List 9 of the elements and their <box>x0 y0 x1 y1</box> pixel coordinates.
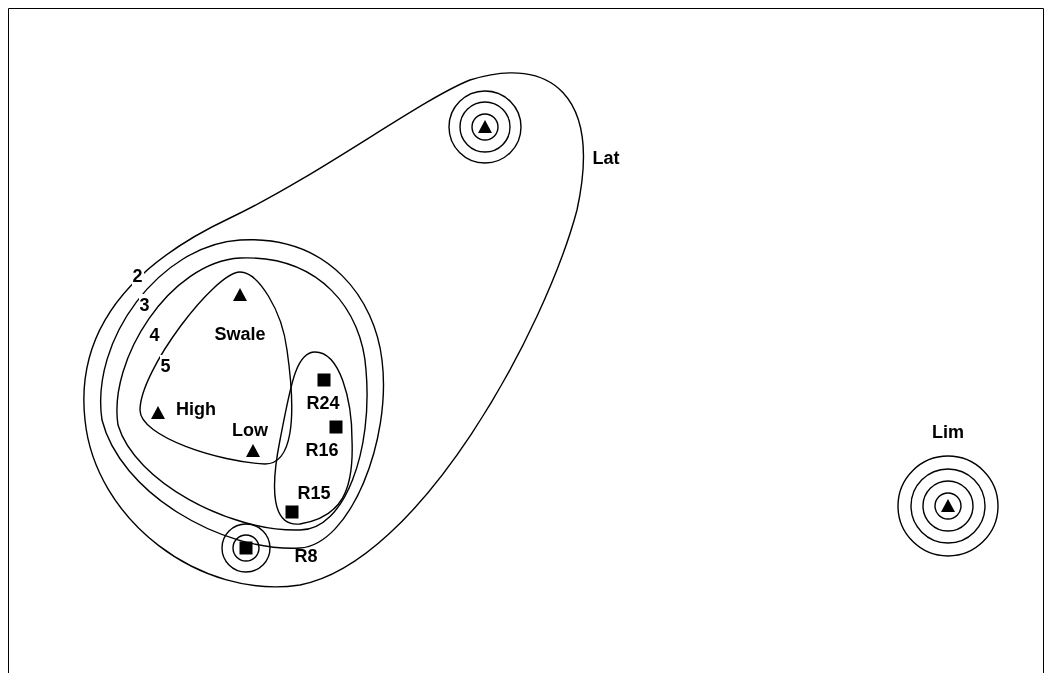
site-label: R16 <box>304 439 340 461</box>
site-label: Lim <box>931 421 965 443</box>
site-label: Low <box>231 419 269 441</box>
site-label: R15 <box>296 482 332 504</box>
site-label: R24 <box>305 392 341 414</box>
site-label: High <box>175 398 217 420</box>
site-label: Lat <box>591 147 621 169</box>
site-label: R8 <box>293 545 319 567</box>
site-label: Swale <box>213 323 267 345</box>
